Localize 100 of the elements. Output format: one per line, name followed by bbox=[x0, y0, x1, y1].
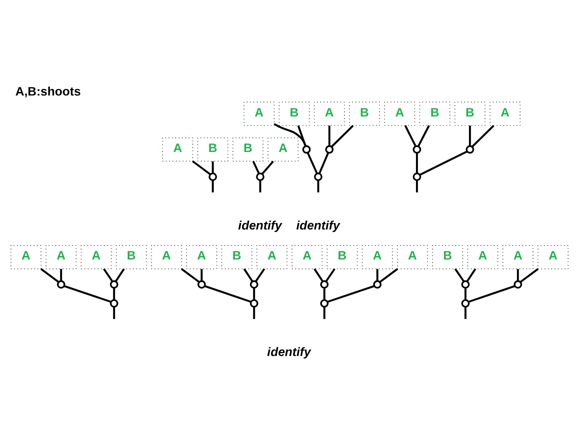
node-box: A bbox=[244, 101, 275, 126]
connector bbox=[204, 284, 252, 302]
label: identify bbox=[267, 344, 311, 359]
connector bbox=[466, 268, 476, 282]
node-circle bbox=[412, 144, 422, 154]
connector bbox=[464, 306, 466, 318]
node-box: A bbox=[467, 244, 498, 269]
connector bbox=[180, 268, 200, 282]
connector bbox=[252, 160, 260, 174]
node-circle bbox=[314, 172, 322, 180]
node-circle bbox=[256, 172, 264, 180]
node-box: A bbox=[162, 136, 194, 162]
node-box: A bbox=[362, 244, 393, 269]
connector bbox=[419, 150, 468, 176]
connector bbox=[200, 268, 203, 281]
node-box: A bbox=[502, 244, 534, 269]
node-circle bbox=[110, 280, 118, 288]
connector bbox=[259, 180, 262, 192]
node-circle bbox=[197, 280, 206, 288]
connector bbox=[113, 306, 116, 318]
connector bbox=[243, 268, 254, 282]
node-box: A bbox=[490, 101, 521, 126]
node-circle bbox=[110, 298, 118, 308]
node-box: A bbox=[538, 244, 569, 269]
connector bbox=[416, 152, 418, 173]
connector bbox=[454, 268, 465, 282]
connector bbox=[317, 180, 320, 192]
node-circle bbox=[325, 144, 334, 154]
node-box: B bbox=[197, 136, 228, 162]
node-box: A bbox=[314, 101, 345, 126]
node-box: A bbox=[10, 244, 42, 269]
connector bbox=[113, 287, 116, 300]
node-circle bbox=[461, 280, 470, 288]
connector bbox=[254, 268, 266, 282]
node-box: B bbox=[349, 101, 380, 126]
connector bbox=[520, 268, 539, 282]
connector bbox=[114, 268, 125, 282]
diagram-title: A,B:shoots bbox=[15, 84, 81, 98]
connector bbox=[212, 180, 214, 192]
connector bbox=[306, 152, 318, 174]
node-circle bbox=[250, 280, 258, 288]
node-circle bbox=[466, 144, 474, 154]
node-box: A bbox=[268, 136, 299, 162]
connector bbox=[468, 284, 516, 302]
node-circle bbox=[461, 298, 470, 308]
connector bbox=[468, 125, 471, 146]
connector bbox=[318, 152, 330, 174]
connector bbox=[471, 124, 494, 148]
connector bbox=[416, 180, 418, 192]
node-box: B bbox=[454, 101, 486, 126]
connector bbox=[274, 122, 307, 146]
label: identify bbox=[238, 218, 282, 232]
connector bbox=[516, 268, 519, 281]
connector bbox=[325, 268, 336, 282]
connector bbox=[323, 287, 326, 300]
connector bbox=[192, 160, 211, 175]
connector bbox=[323, 306, 326, 318]
connector bbox=[261, 160, 274, 174]
connector bbox=[60, 268, 62, 281]
node-box: A bbox=[256, 244, 288, 269]
node-box: B bbox=[232, 136, 264, 162]
node-box: B bbox=[326, 244, 358, 269]
connector bbox=[64, 284, 112, 302]
node-box: A bbox=[186, 244, 218, 269]
connector bbox=[314, 268, 324, 282]
node-circle bbox=[208, 172, 217, 180]
label: identify bbox=[296, 218, 340, 232]
connector bbox=[330, 124, 354, 148]
connector bbox=[297, 124, 306, 146]
node-circle bbox=[373, 280, 382, 288]
node-box: A bbox=[80, 244, 112, 269]
node-circle bbox=[514, 280, 522, 288]
connector bbox=[212, 160, 214, 173]
connector bbox=[40, 268, 60, 282]
connector bbox=[379, 268, 398, 282]
node-box: B bbox=[116, 244, 147, 269]
node-box: A bbox=[151, 244, 182, 269]
connector bbox=[404, 124, 416, 146]
node-box: A bbox=[397, 244, 428, 269]
node-box: B bbox=[278, 101, 310, 126]
node-circle bbox=[412, 172, 422, 180]
node-box: A bbox=[46, 244, 77, 269]
connector bbox=[253, 287, 256, 300]
connector bbox=[376, 268, 378, 281]
node-box: B bbox=[432, 244, 464, 269]
node-circle bbox=[250, 298, 258, 308]
connector bbox=[103, 268, 114, 282]
node-circle bbox=[320, 280, 329, 288]
node-box: A bbox=[292, 244, 323, 269]
node-box: A bbox=[384, 101, 416, 126]
node-box: B bbox=[419, 101, 450, 126]
node-circle bbox=[320, 298, 329, 308]
connector bbox=[253, 306, 256, 318]
node-circle bbox=[302, 144, 311, 154]
node-circle bbox=[56, 280, 66, 288]
connector bbox=[464, 287, 466, 300]
node-box: B bbox=[221, 244, 252, 269]
connector bbox=[327, 284, 375, 302]
connector bbox=[417, 124, 430, 146]
connector bbox=[328, 125, 330, 146]
